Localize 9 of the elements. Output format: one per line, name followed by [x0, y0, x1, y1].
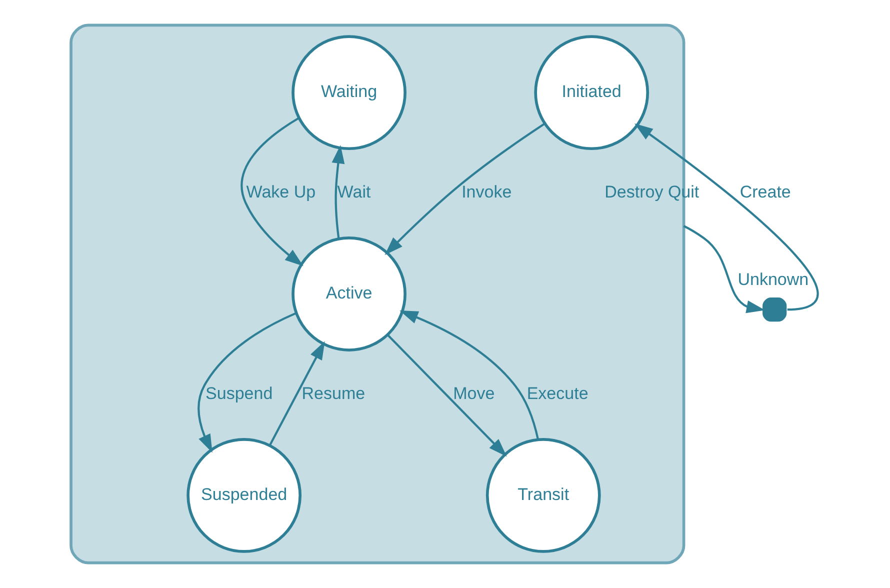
edge-label: Invoke [461, 182, 512, 202]
edge-label: Execute [526, 384, 588, 404]
node-label: Unknown [737, 270, 808, 289]
edge-label: Create [739, 182, 790, 202]
edge-label: Wake Up [246, 182, 316, 202]
edge-label: Move [452, 384, 494, 404]
edge-label: Wait [336, 182, 370, 202]
edge-label: Resume [301, 384, 365, 404]
edge-label: Suspend [205, 384, 272, 404]
